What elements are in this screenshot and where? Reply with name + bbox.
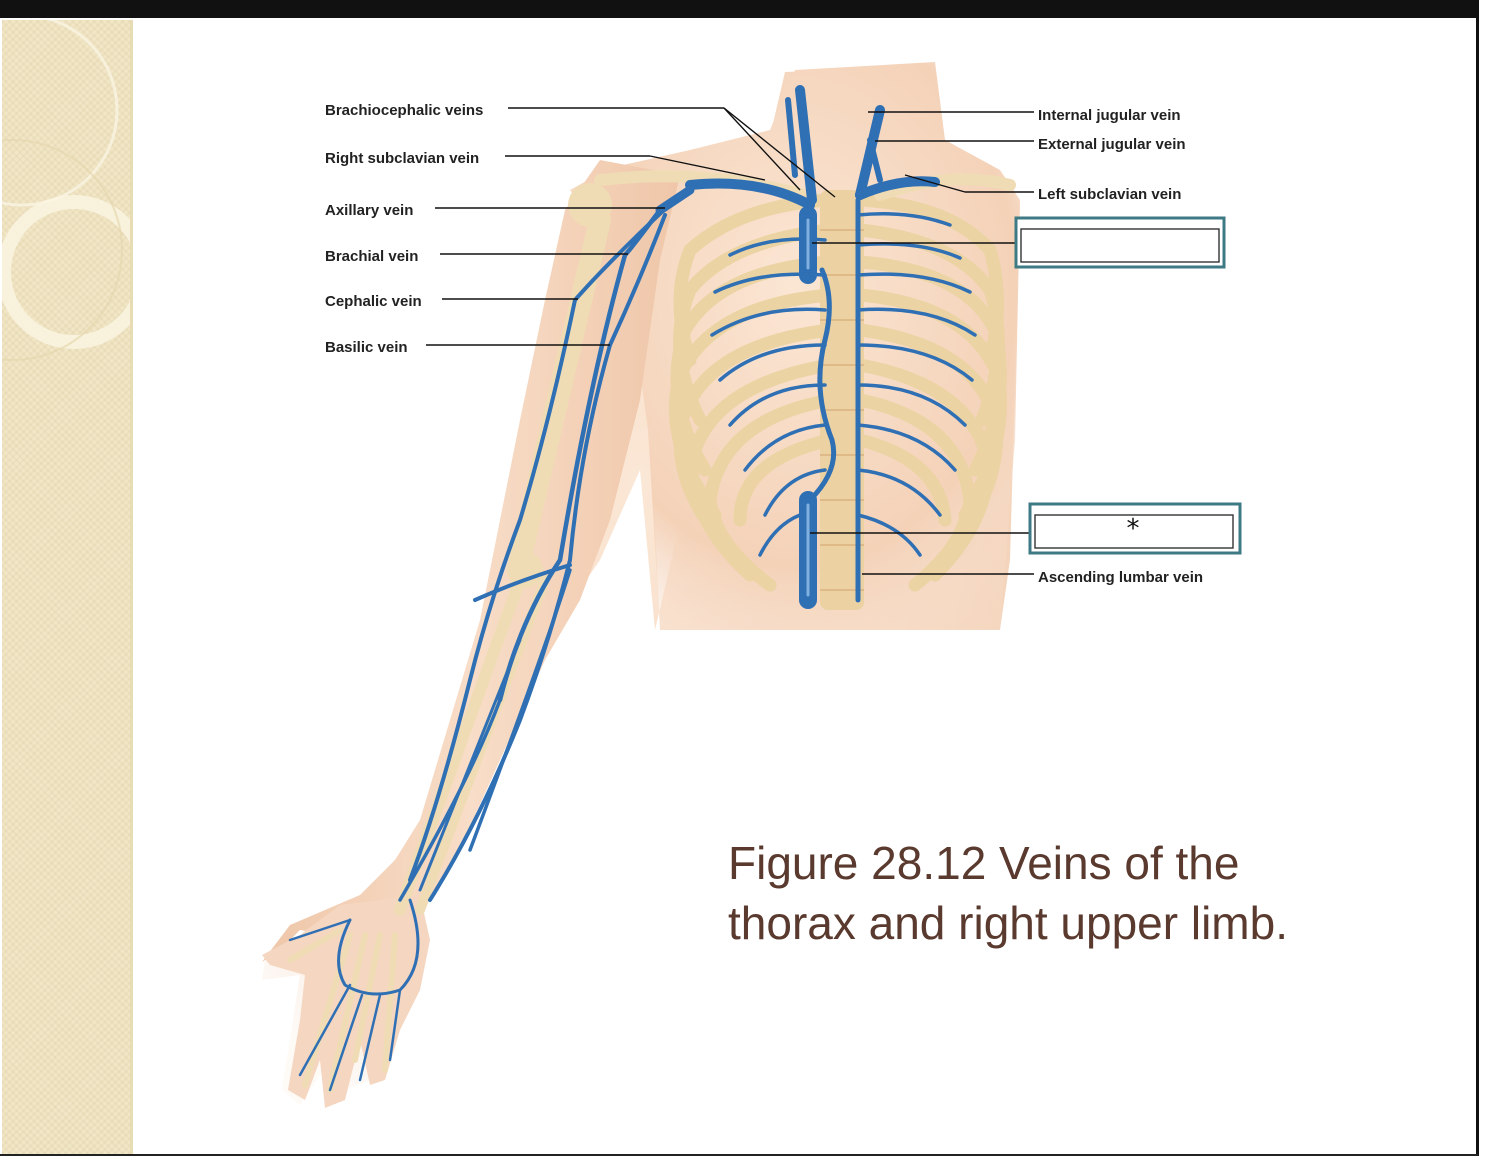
leader-lines xyxy=(426,107,1034,575)
label-external-jugular-vein: External jugular vein xyxy=(1038,136,1186,153)
label-basilic-vein: Basilic vein xyxy=(325,339,408,356)
label-ascending-lumbar-vein: Ascending lumbar vein xyxy=(1038,569,1203,586)
label-internal-jugular-vein: Internal jugular vein xyxy=(1038,107,1181,124)
label-brachiocephalic-veins: Brachiocephalic veins xyxy=(325,102,483,119)
caption-line-2: thorax and right upper limb. xyxy=(728,897,1288,949)
vein-network xyxy=(288,85,977,1092)
label-axillary-vein: Axillary vein xyxy=(325,202,413,219)
label-brachial-vein: Brachial vein xyxy=(325,248,418,265)
answer-box-1[interactable] xyxy=(1014,216,1226,269)
answer-box-2-text: * xyxy=(1127,514,1140,544)
label-cephalic-vein: Cephalic vein xyxy=(325,293,422,310)
caption-line-1: Figure 28.12 Veins of the xyxy=(728,837,1240,889)
left-labels: Brachiocephalic veins Right subclavian v… xyxy=(325,102,483,356)
figure-caption: Figure 28.12 Veins of the thorax and rig… xyxy=(728,833,1408,953)
decorative-side-strip xyxy=(2,20,151,1154)
right-labels: Internal jugular vein External jugular v… xyxy=(1038,107,1203,586)
label-right-subclavian-vein: Right subclavian vein xyxy=(325,150,479,167)
rib-cage xyxy=(594,170,1016,610)
answer-box-2[interactable]: * xyxy=(1028,502,1242,555)
top-window-bar xyxy=(0,0,1478,18)
bottom-window-edge xyxy=(0,1154,1478,1156)
right-window-edge xyxy=(1476,0,1479,1156)
label-left-subclavian-vein: Left subclavian vein xyxy=(1038,186,1181,203)
